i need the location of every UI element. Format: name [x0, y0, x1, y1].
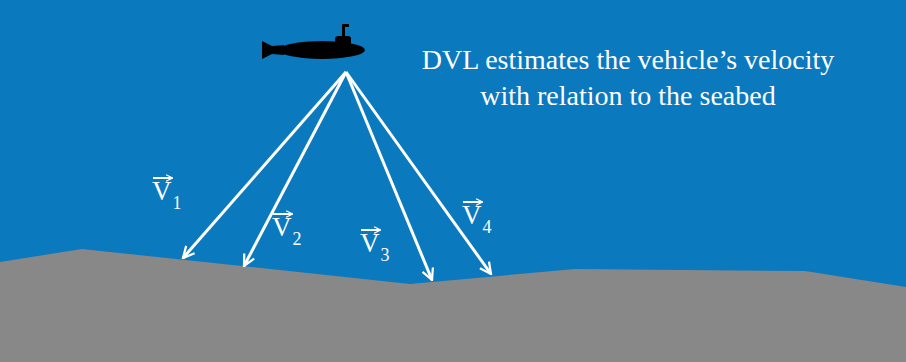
velocity-label: V3 [360, 228, 390, 261]
submarine [262, 24, 365, 59]
sonar-beams [183, 72, 491, 280]
velocity-label: V2 [272, 212, 302, 245]
velocity-label: V1 [152, 176, 182, 209]
velocity-label: V4 [462, 200, 492, 233]
vector-arrows [153, 178, 483, 230]
seabed [0, 249, 906, 362]
note-text: DVL estimates the vehicle’s velocity wit… [398, 42, 858, 114]
